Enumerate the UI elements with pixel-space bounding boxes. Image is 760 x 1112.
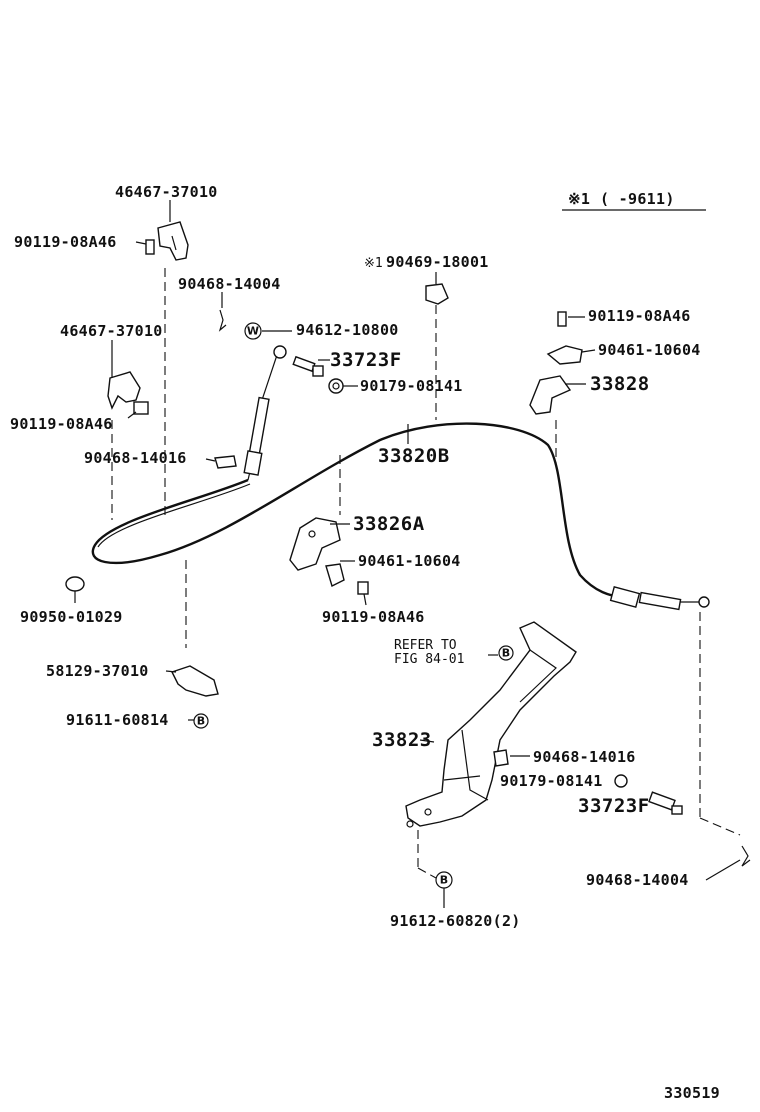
rod-33723f-br: 33723F <box>578 791 683 817</box>
label-90950: 90950-01029 <box>20 608 123 626</box>
marker-w: W <box>247 325 259 338</box>
marker-b-left: B <box>197 715 205 728</box>
clamp-90461-right: 90461-10604 <box>546 341 701 365</box>
marker-b-refer: B <box>502 647 510 660</box>
bolt-90119-center: 90119-08A46 <box>322 581 425 626</box>
bolt-90119-topleft: 90119-08A46 <box>14 233 155 255</box>
bolt-90119-right: 90119-08A46 <box>557 307 691 327</box>
label-90468-br: 90468-14016 <box>533 748 636 766</box>
label-90119-center: 90119-08A46 <box>322 608 425 626</box>
pin-90468-bottom: 90468-14004 <box>586 845 751 889</box>
label-90468-left: 90468-14016 <box>84 449 187 467</box>
bracket-33828: 33828 <box>529 373 650 415</box>
label-90468-top: 90468-14004 <box>178 275 281 293</box>
header-note: ※1 ( -9611) <box>562 190 706 211</box>
clamp-90461-center: 90461-10604 <box>325 552 461 587</box>
cable-33820b <box>91 351 710 611</box>
label-46467-mid: 46467-37010 <box>60 322 163 340</box>
washer-94612: W 94612-10800 <box>244 321 399 359</box>
bolt-91612: B 91612-60820(2) <box>390 871 521 930</box>
label-90179-br: 90179-08141 <box>500 772 603 790</box>
label-91612: 91612-60820(2) <box>390 912 521 930</box>
label-90469: 90469-18001 <box>386 253 489 271</box>
pin-90468-left: 90468-14016 <box>84 449 237 469</box>
cable-label: 33820B <box>378 424 450 467</box>
label-94612: 94612-10800 <box>296 321 399 339</box>
label-33828: 33828 <box>590 373 650 395</box>
label-91611: 91611-60814 <box>66 711 169 729</box>
bolt-91611: B 91611-60814 <box>66 711 209 729</box>
label-90469-mark: ※1 <box>364 256 383 271</box>
label-33723f-top: 33723F <box>330 349 402 371</box>
bracket-33826a: 33826A <box>289 513 425 571</box>
label-90119-topleft: 90119-08A46 <box>14 233 117 251</box>
nut-90179-br: 90179-08141 <box>500 772 628 790</box>
label-90461-right: 90461-10604 <box>598 341 701 359</box>
pin-90468-top: 90468-14004 <box>178 275 281 332</box>
label-90468-bottom: 90468-14004 <box>586 871 689 889</box>
label-90119-left: 90119-08A46 <box>10 415 113 433</box>
label-33820b: 33820B <box>378 445 450 467</box>
label-33826a: 33826A <box>353 513 425 535</box>
figure-number: 330519 <box>664 1084 720 1102</box>
header-note-mark: ※1 <box>568 190 590 208</box>
nut-90179-top: 90179-08141 <box>328 377 463 395</box>
reference-lines <box>111 268 741 879</box>
label-90119-right: 90119-08A46 <box>588 307 691 325</box>
clip-46467-top: 46467-37010 <box>115 183 218 261</box>
pin-90468-br: 90468-14016 <box>493 748 636 767</box>
label-33723f-br: 33723F <box>578 795 650 817</box>
refer-note: REFER TO FIG 84-01 B <box>394 638 514 667</box>
lever-33823: 33823 <box>372 621 577 828</box>
plug-90950: 90950-01029 <box>20 576 123 626</box>
header-note-range: ( -9611) <box>600 190 675 208</box>
clip-46467-mid: 46467-37010 <box>60 322 163 410</box>
marker-b-bottom: B <box>440 874 448 887</box>
label-90461-center: 90461-10604 <box>358 552 461 570</box>
refer-line-2: FIG 84-01 <box>394 652 464 667</box>
clip-90469: ※1 90469-18001 <box>364 253 489 305</box>
label-58129: 58129-37010 <box>46 662 149 680</box>
rod-33723f-top: 33723F <box>292 349 402 377</box>
bracket-58129: 58129-37010 <box>46 662 219 697</box>
bolt-90119-left: 90119-08A46 <box>10 401 149 433</box>
label-46467-top: 46467-37010 <box>115 183 218 201</box>
refer-line-1: REFER TO <box>394 638 457 653</box>
label-90179-top: 90179-08141 <box>360 377 463 395</box>
label-33823: 33823 <box>372 729 432 751</box>
